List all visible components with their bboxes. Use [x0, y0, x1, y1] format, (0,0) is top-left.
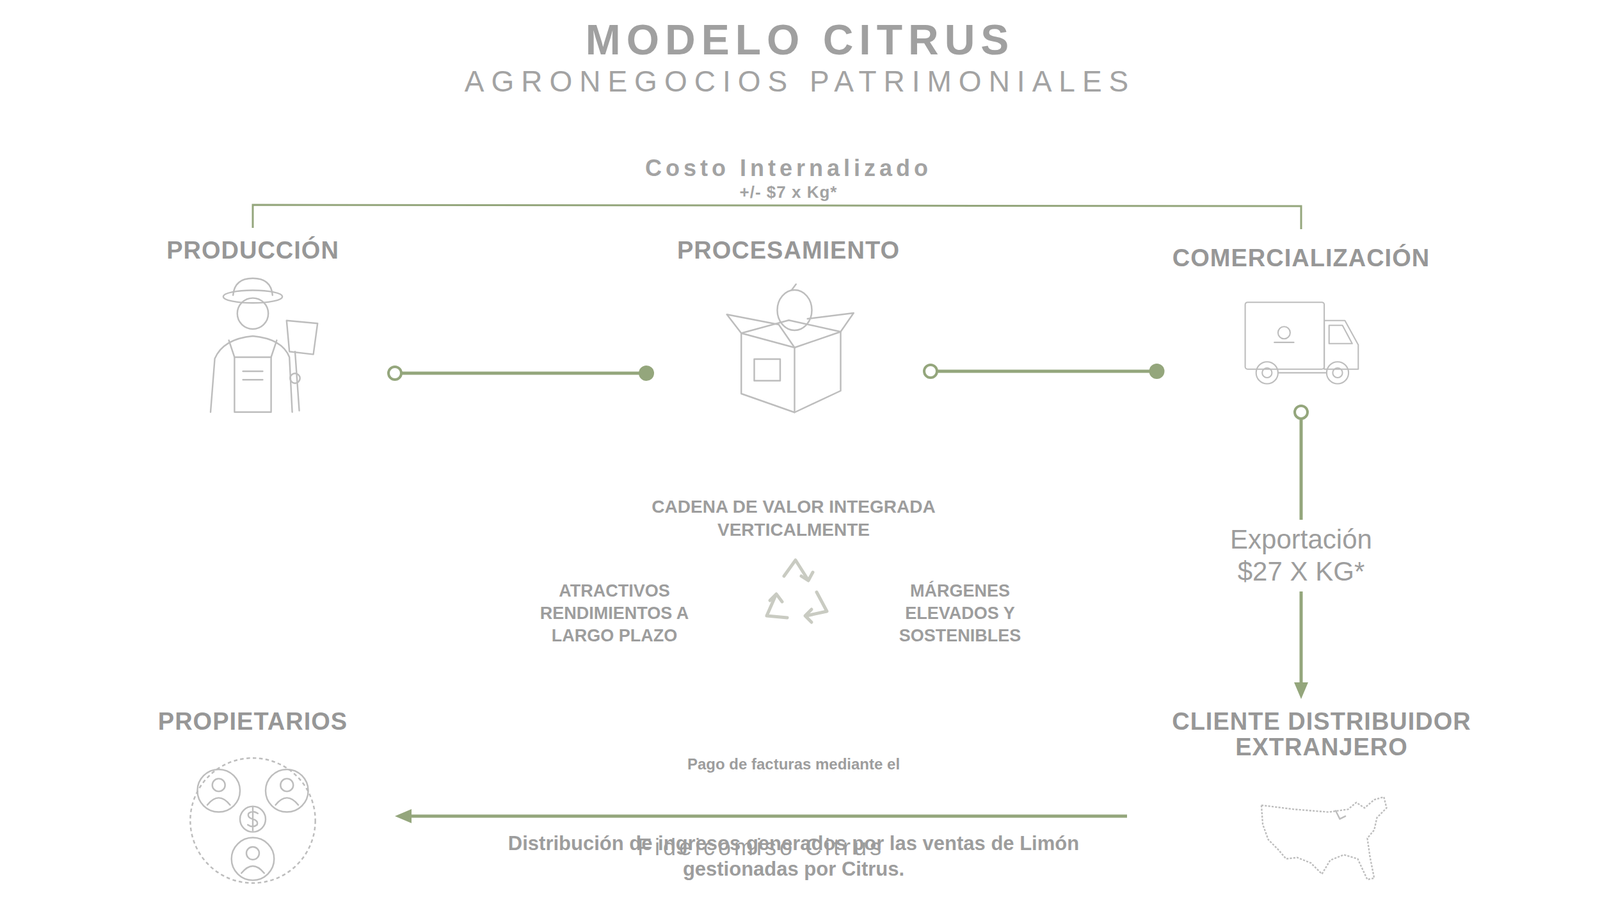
- connector-line: [407, 814, 1128, 818]
- end-dot: [638, 365, 655, 381]
- truck-icon: [1240, 280, 1362, 402]
- start-ring: [924, 364, 937, 378]
- benefit-note: ATRACTIVOS RENDIMIENTOS A LARGO PLAZO: [534, 579, 695, 648]
- cost-value: +/- $7 x Kg*: [628, 181, 949, 204]
- diagram-title: MODELO CITRUS: [416, 12, 1184, 68]
- edge-label: Exportación $27 X KG*: [1205, 519, 1398, 592]
- recycle-symbol: [766, 560, 827, 623]
- stage-heading: PROPIETARIOS: [118, 709, 388, 735]
- cost-heading: Costo Internalizado: [500, 153, 1077, 184]
- people-icon: [181, 743, 324, 886]
- cost-bracket: [252, 204, 1302, 230]
- connector-line: [930, 369, 1158, 374]
- owners: PROPIETARIOS: [118, 709, 388, 886]
- end-dot: [1149, 363, 1165, 379]
- value-chain-note: CADENA DE VALOR INTEGRADA VERTICALMENTE: [643, 495, 944, 543]
- commercialization-stage: COMERCIALIZACIÓN: [1164, 245, 1439, 402]
- flow-connector: [924, 363, 1165, 379]
- map-icon: [1253, 769, 1391, 900]
- stage-heading: PRODUCCIÓN: [118, 238, 388, 264]
- box-icon: [716, 272, 861, 417]
- payment-arrow: [394, 808, 1128, 824]
- processing-stage: PROCESAMIENTO: [654, 238, 923, 417]
- benefit-note: MÁRGENES ELEVADOS Y SOSTENIBLES: [880, 579, 1040, 648]
- arrow-head: [1294, 682, 1309, 699]
- stage-heading: PROCESAMIENTO: [654, 238, 923, 264]
- stage-heading: CLIENTE DISTRIBUIDOR EXTRANJERO: [1142, 709, 1501, 761]
- start-ring: [388, 366, 402, 380]
- production-stage: PRODUCCIÓN: [118, 238, 388, 414]
- subtitle: AGRONEGOCIOS PATRIMONIALES: [416, 62, 1184, 102]
- flow-connector: [388, 365, 655, 381]
- arrow-head: [394, 808, 412, 824]
- farmer-icon: [182, 272, 324, 414]
- edge-label: Fideicomiso Citrus: [536, 833, 985, 861]
- start-ring: [1294, 405, 1308, 419]
- connector-line: [394, 371, 647, 376]
- foreign-client: CLIENTE DISTRIBUIDOR EXTRANJERO: [1134, 709, 1509, 900]
- stage-heading: COMERCIALIZACIÓN: [1164, 245, 1439, 272]
- payment-note: Pago de facturas mediante el: [569, 753, 1018, 774]
